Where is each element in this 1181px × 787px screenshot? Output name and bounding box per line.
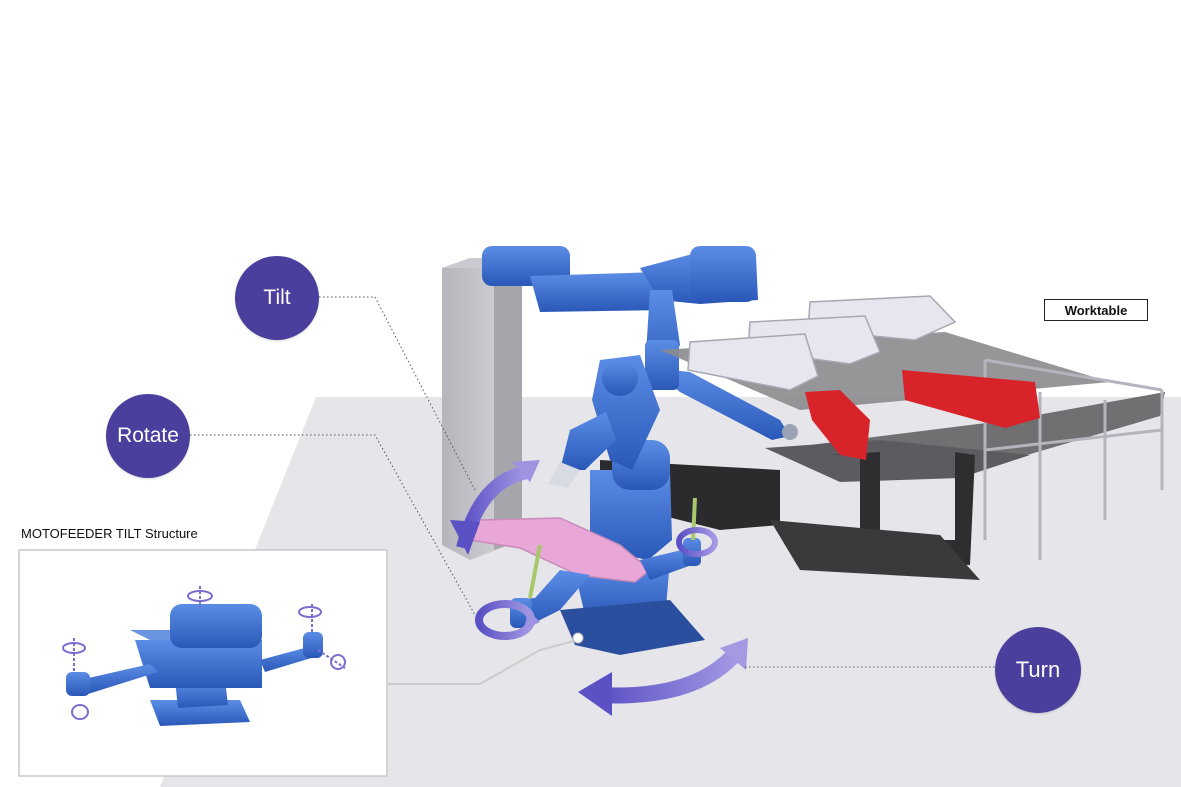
leader-lines: [190, 296, 995, 668]
bumper-parts: [687, 295, 1040, 460]
tilt-arrow-icon: [450, 460, 540, 555]
rotate-badge: Rotate: [106, 394, 190, 478]
articulated-robot: [548, 355, 705, 655]
inset-connector: [388, 639, 579, 685]
rotation-axis-icon: [62, 586, 346, 720]
pink-part: [468, 517, 652, 583]
turn-arrow-icon: [578, 638, 748, 716]
motofeeder-structure: [66, 604, 323, 726]
rotate-arrow-icon: [676, 527, 718, 557]
inset-connector-dot: [572, 632, 584, 644]
inset-title: MOTOFEEDER TILT Structure: [21, 526, 198, 541]
inset-panel: [18, 549, 388, 777]
turn-badge: Turn: [995, 627, 1081, 713]
rotate-arrow-icon: [475, 600, 540, 640]
floor: [160, 397, 1181, 787]
worktable-label: Worktable: [1044, 299, 1148, 321]
tilt-badge: Tilt: [235, 256, 319, 340]
gantry-robot: [482, 246, 798, 440]
